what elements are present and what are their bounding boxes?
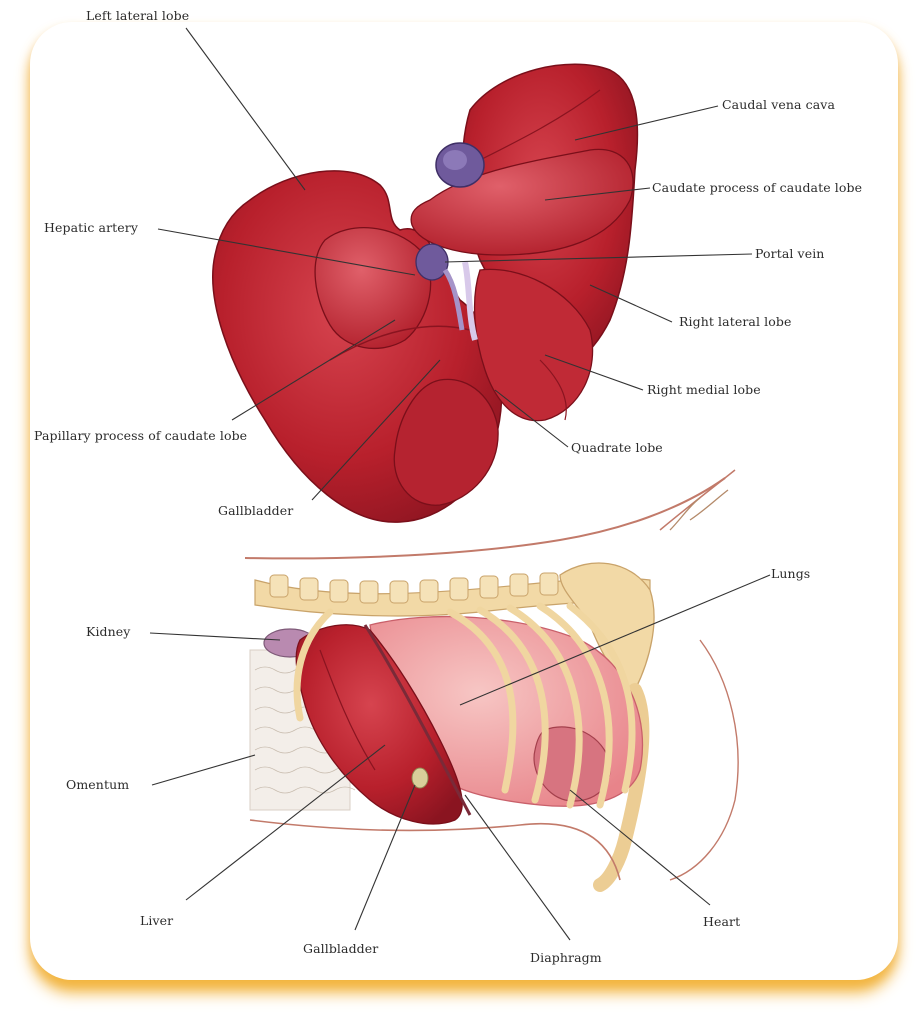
label-quadrate-lobe: Quadrate lobe bbox=[571, 440, 663, 455]
label-kidney: Kidney bbox=[86, 624, 131, 639]
bile-duct-shape bbox=[462, 261, 478, 341]
papillary-process-shape bbox=[314, 227, 432, 350]
label-heart: Heart bbox=[703, 914, 741, 929]
label-right-medial-lobe: Right medial lobe bbox=[647, 382, 761, 397]
hepatic-artery-shape bbox=[442, 268, 465, 331]
label-right-lateral-lobe: Right lateral lobe bbox=[679, 314, 792, 329]
heart-shape bbox=[533, 726, 611, 802]
diaphragm-shape bbox=[363, 624, 472, 816]
leader-lines bbox=[149, 27, 771, 941]
label-portal-vein: Portal vein bbox=[755, 246, 825, 261]
right-medial-lobe-shape bbox=[473, 268, 594, 422]
label-omentum: Omentum bbox=[66, 777, 130, 792]
label-papillary-process: Papillary process of caudate lobe bbox=[34, 428, 248, 443]
caudate-process-shape bbox=[410, 148, 634, 256]
portal-vein-shape bbox=[415, 243, 449, 281]
signature-mark bbox=[669, 489, 729, 531]
label-hepatic-artery: Hepatic artery bbox=[44, 220, 139, 235]
label-caudal-vena-cava: Caudal vena cava bbox=[722, 97, 835, 112]
label-gallbladder-top: Gallbladder bbox=[218, 503, 294, 518]
gallbladder-lateral-shape bbox=[411, 767, 429, 789]
label-diaphragm: Diaphragm bbox=[530, 950, 602, 965]
label-liver: Liver bbox=[140, 913, 174, 928]
label-caudate-process: Caudate process of caudate lobe bbox=[652, 180, 863, 195]
liver-visceral-view bbox=[212, 63, 639, 523]
label-left-lateral-lobe: Left lateral lobe bbox=[86, 8, 190, 23]
label-gallbladder-bottom: Gallbladder bbox=[303, 941, 379, 956]
label-lungs: Lungs bbox=[771, 566, 811, 581]
quadrate-lobe-shape bbox=[393, 378, 499, 506]
ribs-shape bbox=[293, 602, 636, 809]
lateral-body-view bbox=[244, 469, 739, 892]
